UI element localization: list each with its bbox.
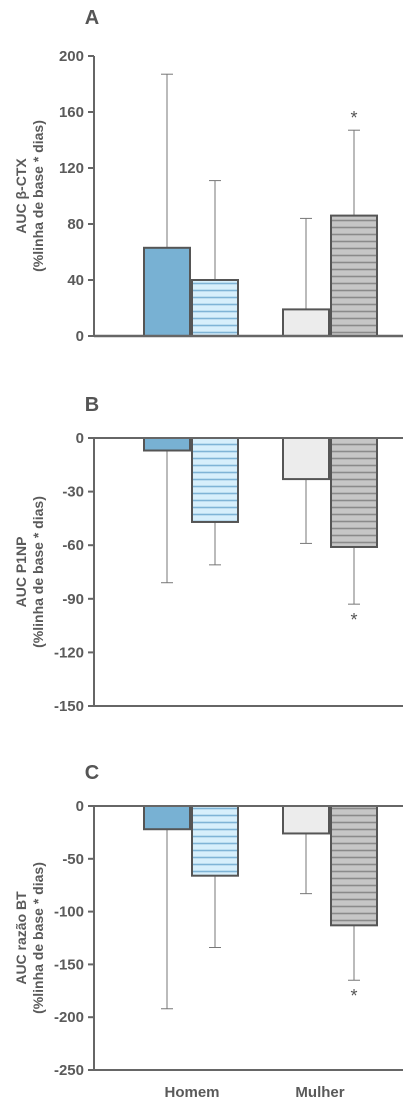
y-tick-label: 0 [76,430,84,447]
bar-homem-hatched [191,805,239,877]
y-axis-title-line1: AUC β-CTX [13,158,29,234]
y-axis-title-line2: (%linha de base * dias) [30,862,46,1014]
x-category-label: Mulher [295,1084,344,1101]
significance-marker: * [350,986,357,1006]
bar-homem-hatched [191,437,239,523]
y-tick-label: -30 [62,484,84,501]
bar-homem-solid [143,805,191,831]
chart-panel-a: A 0 40 80 120 160 200 * AUC β-CTX(%linha de base… [13,7,403,345]
y-tick-label: -200 [54,1009,84,1026]
y-axis-title-line2: (%linha de base * dias) [30,496,46,648]
y-tick-label: 160 [59,104,84,121]
bar-homem-solid [143,246,191,337]
bar-mulher-hatched [330,805,378,927]
y-tick-label: 40 [67,272,84,289]
y-axis-title-line2: (%linha de base * dias) [30,120,46,272]
chart-panel-b: B0 -30 -60 -90 -120 -150 * AUC P1NP(%linha de b… [13,394,403,715]
y-tick-label: -100 [54,904,84,921]
y-tick-label: 0 [76,798,84,815]
y-tick-label: 80 [67,216,84,233]
y-tick-label: 120 [59,160,84,177]
bar-homem-hatched [191,279,239,337]
bar-mulher-solid [282,437,330,481]
bar-mulher-solid [282,308,330,337]
y-tick-label: -150 [54,698,84,715]
panel-letter: A [85,7,99,29]
y-tick-label: 0 [76,328,84,345]
panel-letter: C [85,762,99,784]
y-tick-label: -90 [62,591,84,608]
y-tick-label: 200 [59,48,84,65]
y-tick-label: -50 [62,851,84,868]
significance-marker: * [350,108,357,128]
bar-homem-solid [143,437,191,452]
panel-letter: B [85,394,99,416]
y-tick-label: -60 [62,537,84,554]
y-tick-label: -250 [54,1062,84,1079]
bar-mulher-solid [282,805,330,835]
significance-marker: * [350,610,357,630]
x-category-label: Homem [164,1084,219,1101]
y-axis-title-line1: AUC razão BT [13,891,29,985]
y-tick-label: -120 [54,644,84,661]
y-axis-title-line1: AUC P1NP [13,537,29,608]
bar-mulher-hatched [330,214,378,338]
y-tick-label: -150 [54,956,84,973]
bar-mulher-hatched [330,437,378,548]
chart-panel-c: C0 -50 -100 -150 -200 -250 * AUC razão BT(%linh… [13,762,403,1101]
